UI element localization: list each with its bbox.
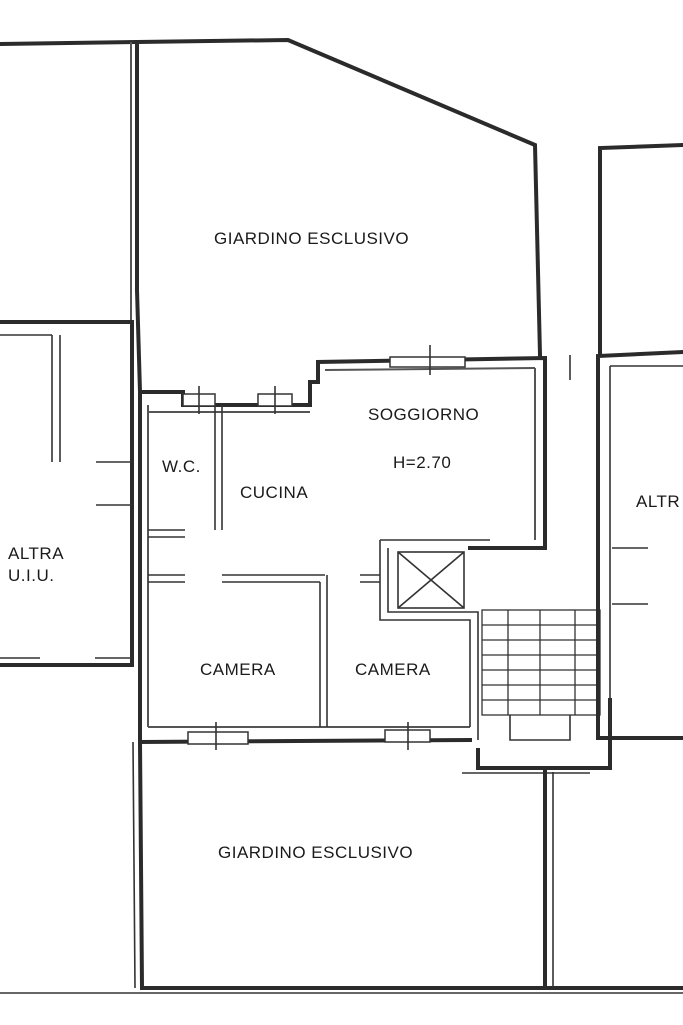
cucina-label: CUCINA	[240, 483, 309, 502]
camera-right-label: CAMERA	[355, 660, 431, 679]
wc-label: W.C.	[162, 457, 201, 476]
altra-left-label-2: U.I.U.	[8, 566, 55, 585]
bottom-garden-outline	[0, 739, 683, 994]
lift-shaft	[397, 551, 465, 609]
soggiorno-label: SOGGIORNO	[368, 405, 480, 424]
altra-left-label-1: ALTRA	[8, 544, 65, 563]
camera-left-label: CAMERA	[200, 660, 276, 679]
staircase	[462, 609, 612, 774]
garden-bottom-label: GIARDINO ESCLUSIVO	[218, 843, 414, 862]
height-label: H=2.70	[393, 453, 452, 472]
top-garden-outline	[0, 37, 543, 358]
apartment-walls	[134, 287, 547, 745]
altra-right-label: ALTR	[636, 492, 681, 511]
windows	[182, 345, 466, 750]
left-unit-walls	[0, 320, 134, 667]
right-unit-walls	[569, 142, 683, 740]
garden-top-label: GIARDINO ESCLUSIVO	[214, 229, 410, 248]
interior-partitions	[148, 405, 490, 740]
